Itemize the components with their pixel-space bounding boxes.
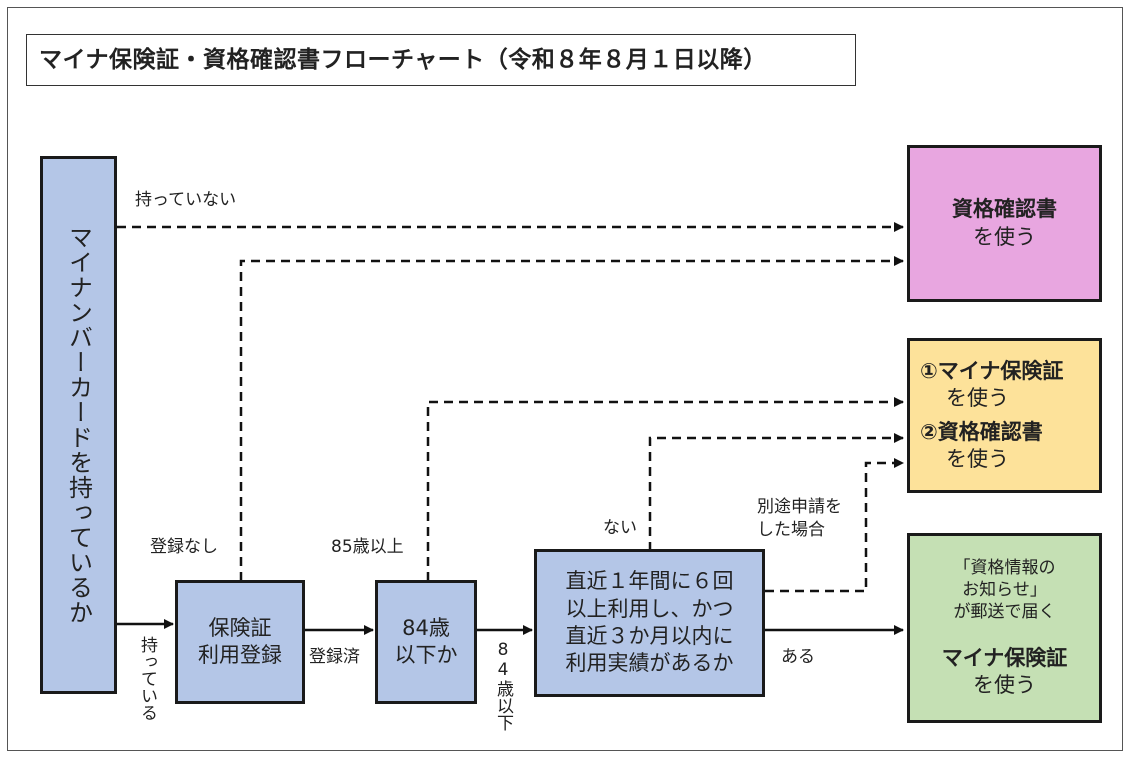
label-age-84-under: 84歳以下	[493, 640, 513, 731]
node-usage-line4: 利用実績があるか	[565, 651, 734, 676]
label-not-have: 持っていない	[135, 190, 237, 210]
label-separate-application-1: 別途申請を	[757, 497, 842, 517]
label-registered: 登録済	[309, 647, 360, 667]
node-registration-line1: 保険証	[208, 615, 272, 640]
node-age-check: 84歳 以下か	[375, 580, 477, 704]
outcome-certificate: 資格確認書 を使う	[907, 145, 1102, 302]
node-usage-line1: 直近１年間に６回	[565, 569, 734, 594]
edge-not-registered	[239, 256, 904, 581]
start-node-mynumber-card: マイナンバーカードを持っているか	[40, 156, 117, 694]
node-usage-line3: 直近３か月以内に	[565, 624, 734, 648]
node-insurance-registration: 保険証 利用登録	[175, 580, 305, 704]
label-not-registered: 登録なし	[150, 537, 218, 557]
outcome-mynacard-title: マイナ保険証	[941, 645, 1068, 670]
node-usage-check: 直近１年間に６回 以上利用し、かつ 直近３か月以内に 利用実績があるか	[534, 549, 765, 697]
label-exists: ある	[781, 647, 815, 667]
node-age-line1: 84歳	[402, 615, 450, 640]
edge-age-85-over	[426, 397, 904, 581]
outcome-choice: ①マイナ保険証 を使う ②資格確認書 を使う	[907, 338, 1102, 493]
edge-usage-none	[648, 433, 904, 551]
node-age-line2: 以下か	[394, 643, 458, 667]
outcome-choice-opt2-text: を使う	[946, 446, 1009, 471]
outcome-notice-line2: お知らせ」	[962, 579, 1047, 600]
outcome-mynacard: 「資格情報の お知らせ」 が郵送で届く マイナ保険証 を使う	[907, 533, 1102, 723]
outcome-notice-line1: 「資格情報の	[953, 557, 1056, 578]
start-node-label: マイナンバーカードを持っているか	[64, 225, 93, 625]
outcome-certificate-title: 資格確認書	[952, 197, 1057, 222]
label-separate-application-2: した場合	[757, 520, 825, 540]
outcome-choice-opt2-title: ②資格確認書	[920, 419, 1043, 444]
diagram-frame	[7, 7, 1123, 751]
label-have: 持っている	[137, 636, 157, 721]
outcome-mynacard-text: を使う	[973, 673, 1036, 698]
node-usage-line2: 以上利用し、かつ	[565, 596, 734, 621]
label-none: ない	[603, 518, 637, 538]
outcome-choice-opt1-title: ①マイナ保険証	[920, 358, 1064, 383]
label-age-85-over: 85歳以上	[331, 537, 404, 557]
node-registration-line2: 利用登録	[198, 643, 282, 667]
outcome-notice-line3: が郵送で届く	[953, 601, 1056, 622]
outcome-certificate-text: を使う	[973, 224, 1036, 249]
diagram-title: マイナ保険証・資格確認書フローチャート（令和８年８月１日以降）	[26, 34, 856, 86]
outcome-choice-opt1-text: を使う	[946, 386, 1009, 411]
edge-separate-application	[765, 458, 904, 593]
